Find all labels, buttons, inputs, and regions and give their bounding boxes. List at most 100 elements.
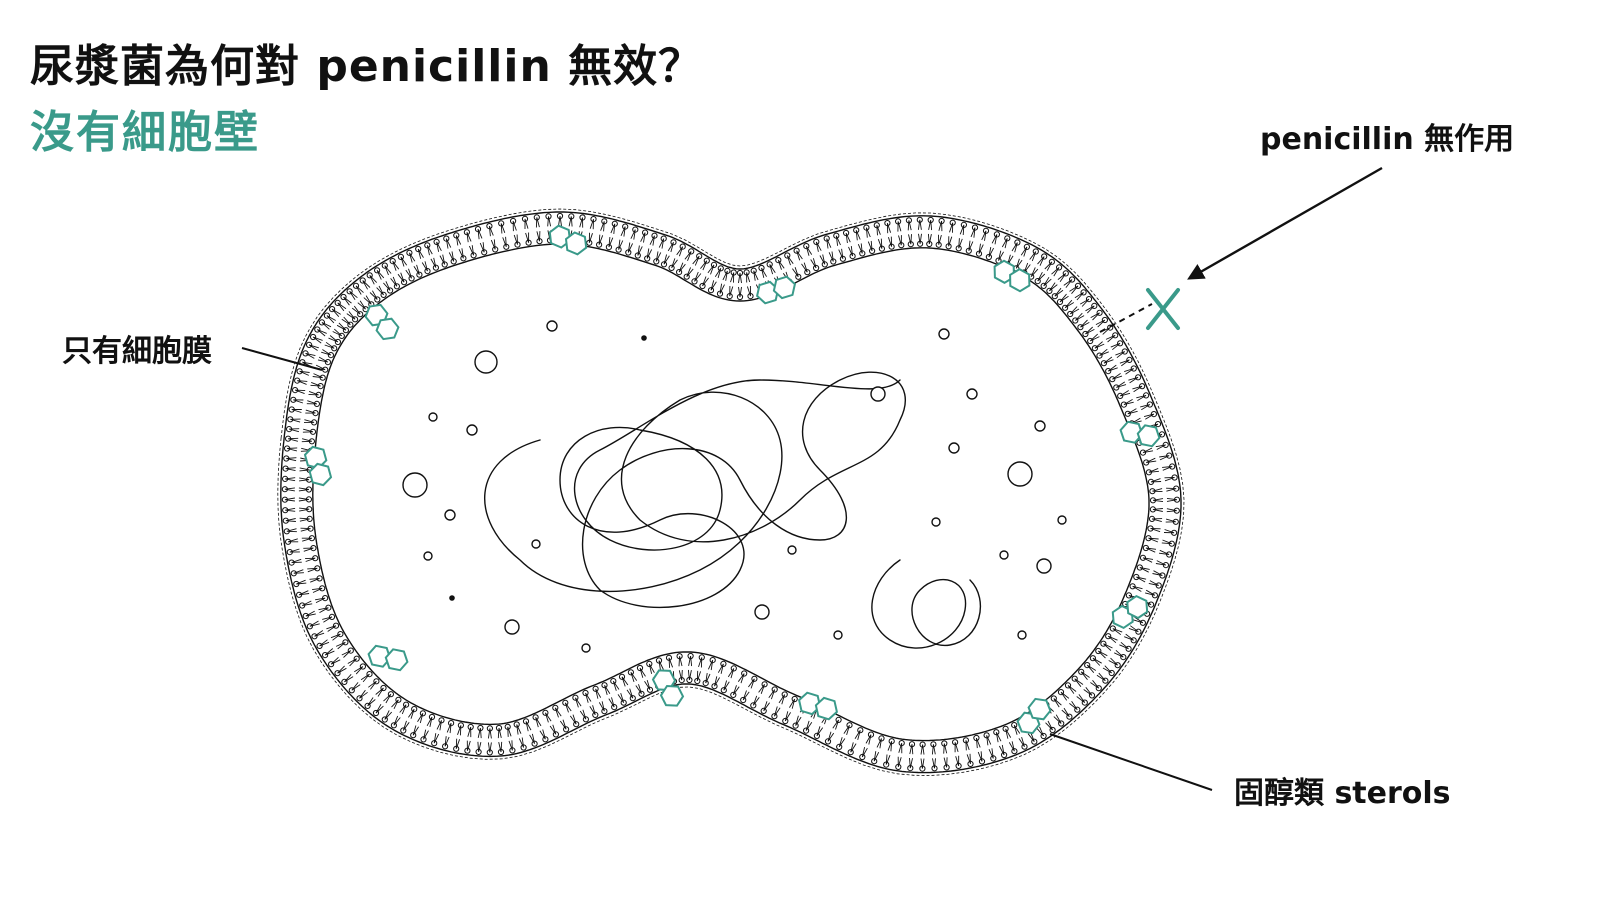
lipid-tail-inner: [975, 737, 981, 749]
lipid-tail-inner: [918, 233, 922, 244]
lipid-tail-outer: [608, 697, 615, 708]
lipid-tail-outer: [630, 229, 636, 240]
lipid-tail-outer: [569, 714, 577, 725]
lipid-tail-outer: [955, 755, 960, 767]
lipid-tail-inner: [298, 487, 309, 492]
lipid-tail-inner: [322, 616, 333, 623]
annotations: [241, 166, 1383, 791]
vesicle: [531, 539, 541, 549]
vesicle: [1036, 558, 1052, 574]
lipid-tail-outer: [1044, 261, 1053, 271]
lipid-tail-inner: [383, 281, 391, 291]
lipid-tail-outer: [351, 682, 361, 691]
lipid-tail-inner: [1119, 390, 1131, 397]
lipid-tail-inner: [1132, 585, 1143, 592]
lipid-tail-inner: [887, 236, 893, 247]
lipid-tail-outer: [337, 302, 347, 312]
lipid-tail-outer: [943, 757, 948, 768]
lipid-tail-inner: [507, 726, 512, 737]
lipid-tail-outer: [286, 528, 297, 533]
lipid-tail-outer: [1119, 641, 1129, 650]
lipid-tail-inner: [446, 722, 452, 734]
lipid-tail-inner: [357, 300, 366, 310]
lipid-tail-inner: [1094, 341, 1105, 349]
lipid-tail-inner: [1099, 348, 1109, 357]
lipid-tail-inner: [710, 280, 717, 291]
sterol-ring-icon: [364, 303, 400, 341]
lipid-tail-inner: [968, 240, 974, 251]
lipid-tail-inner: [544, 712, 552, 723]
lipid-tail-outer: [907, 220, 912, 231]
lipid-tail-outer: [455, 235, 462, 246]
lipid-tail-outer: [433, 733, 440, 744]
lipid-tail-inner: [727, 668, 735, 679]
lipid-tail-inner: [1030, 267, 1039, 277]
lipid-tail-inner: [758, 684, 766, 694]
lipid-tail-outer: [855, 230, 861, 241]
lipid-tail-inner: [943, 743, 948, 754]
sterol-ring-icon: [1119, 420, 1161, 448]
lipid-tail-outer: [1139, 404, 1151, 411]
lipid-tail-inner: [717, 663, 724, 674]
lipid-tail-inner: [768, 689, 776, 700]
lipid-tail-inner: [865, 734, 872, 745]
vesicle: [1057, 515, 1067, 525]
lipid-tail-outer: [305, 610, 316, 617]
lipid-tail-inner: [909, 744, 914, 755]
lipid-tail-outer: [549, 724, 557, 735]
sterol-ring-icon: [303, 445, 333, 487]
lipid-tail-inner: [877, 238, 883, 249]
lipid-tail-inner: [1089, 333, 1100, 342]
cytoplasm-contents: [402, 320, 1067, 653]
lipid-tail-outer: [1074, 292, 1084, 301]
vesicle: [833, 630, 843, 640]
lipid-tail-inner: [1080, 671, 1090, 680]
lipid-tail-outer: [412, 725, 419, 736]
lipid-tail-inner: [360, 673, 370, 683]
lipid-tail-inner: [1074, 678, 1084, 687]
lipid-tail-inner: [332, 328, 343, 337]
lipid-tail-inner: [448, 251, 455, 262]
lipid-tail-outer: [1159, 455, 1170, 461]
lipid-tail-inner: [748, 678, 755, 689]
lipid-tail-inner: [1085, 326, 1095, 335]
lipid-tail-outer: [319, 639, 330, 647]
lipid-tail-inner: [1116, 381, 1127, 388]
lipid-tail-inner: [335, 641, 346, 650]
vesicle: [423, 551, 433, 561]
lipid-tail-outer: [1069, 285, 1079, 294]
lipid-tail-inner: [655, 251, 662, 262]
lipid-head-inner: [791, 695, 798, 703]
lipid-tail-inner: [467, 726, 472, 738]
lipid-tail-outer: [324, 648, 335, 656]
vesicle: [966, 388, 978, 400]
lipid-tail-inner: [898, 235, 902, 246]
lipid-tail-inner: [810, 258, 817, 269]
lipid-tail-outer: [644, 679, 651, 691]
lipid-tail-outer: [784, 711, 791, 722]
lipid-tail-outer: [777, 259, 785, 270]
lipid-tail-outer: [1155, 444, 1166, 450]
lipid-tail-inner: [305, 409, 316, 414]
lipid-tail-inner: [1150, 478, 1162, 483]
lipid-tail-outer: [865, 227, 871, 238]
vesicle: [787, 545, 797, 555]
lipid-tail-outer: [714, 268, 722, 279]
lipid-tail-outer: [508, 740, 513, 751]
lipid-tail-inner: [535, 717, 542, 728]
lipid-tail-outer: [649, 235, 655, 246]
lipid-tail-outer: [393, 715, 401, 726]
lipid-tail-inner: [302, 428, 314, 433]
lipid-tail-inner: [1069, 306, 1080, 315]
lipid-tail-inner: [1103, 356, 1114, 364]
lipid-tail-inner: [828, 251, 834, 262]
lipid-head-outer: [717, 265, 724, 272]
lipid-head-outer: [720, 687, 727, 694]
lipid-tail-inner: [1150, 528, 1161, 533]
sterol-ring-icon: [993, 259, 1031, 293]
lipid-tail-outer: [897, 756, 902, 768]
lipid-tail-outer: [705, 673, 711, 684]
lipid-tail-inner: [1152, 508, 1163, 512]
lipid-tail-outer: [343, 296, 352, 306]
lipid-tail-outer: [312, 336, 323, 344]
